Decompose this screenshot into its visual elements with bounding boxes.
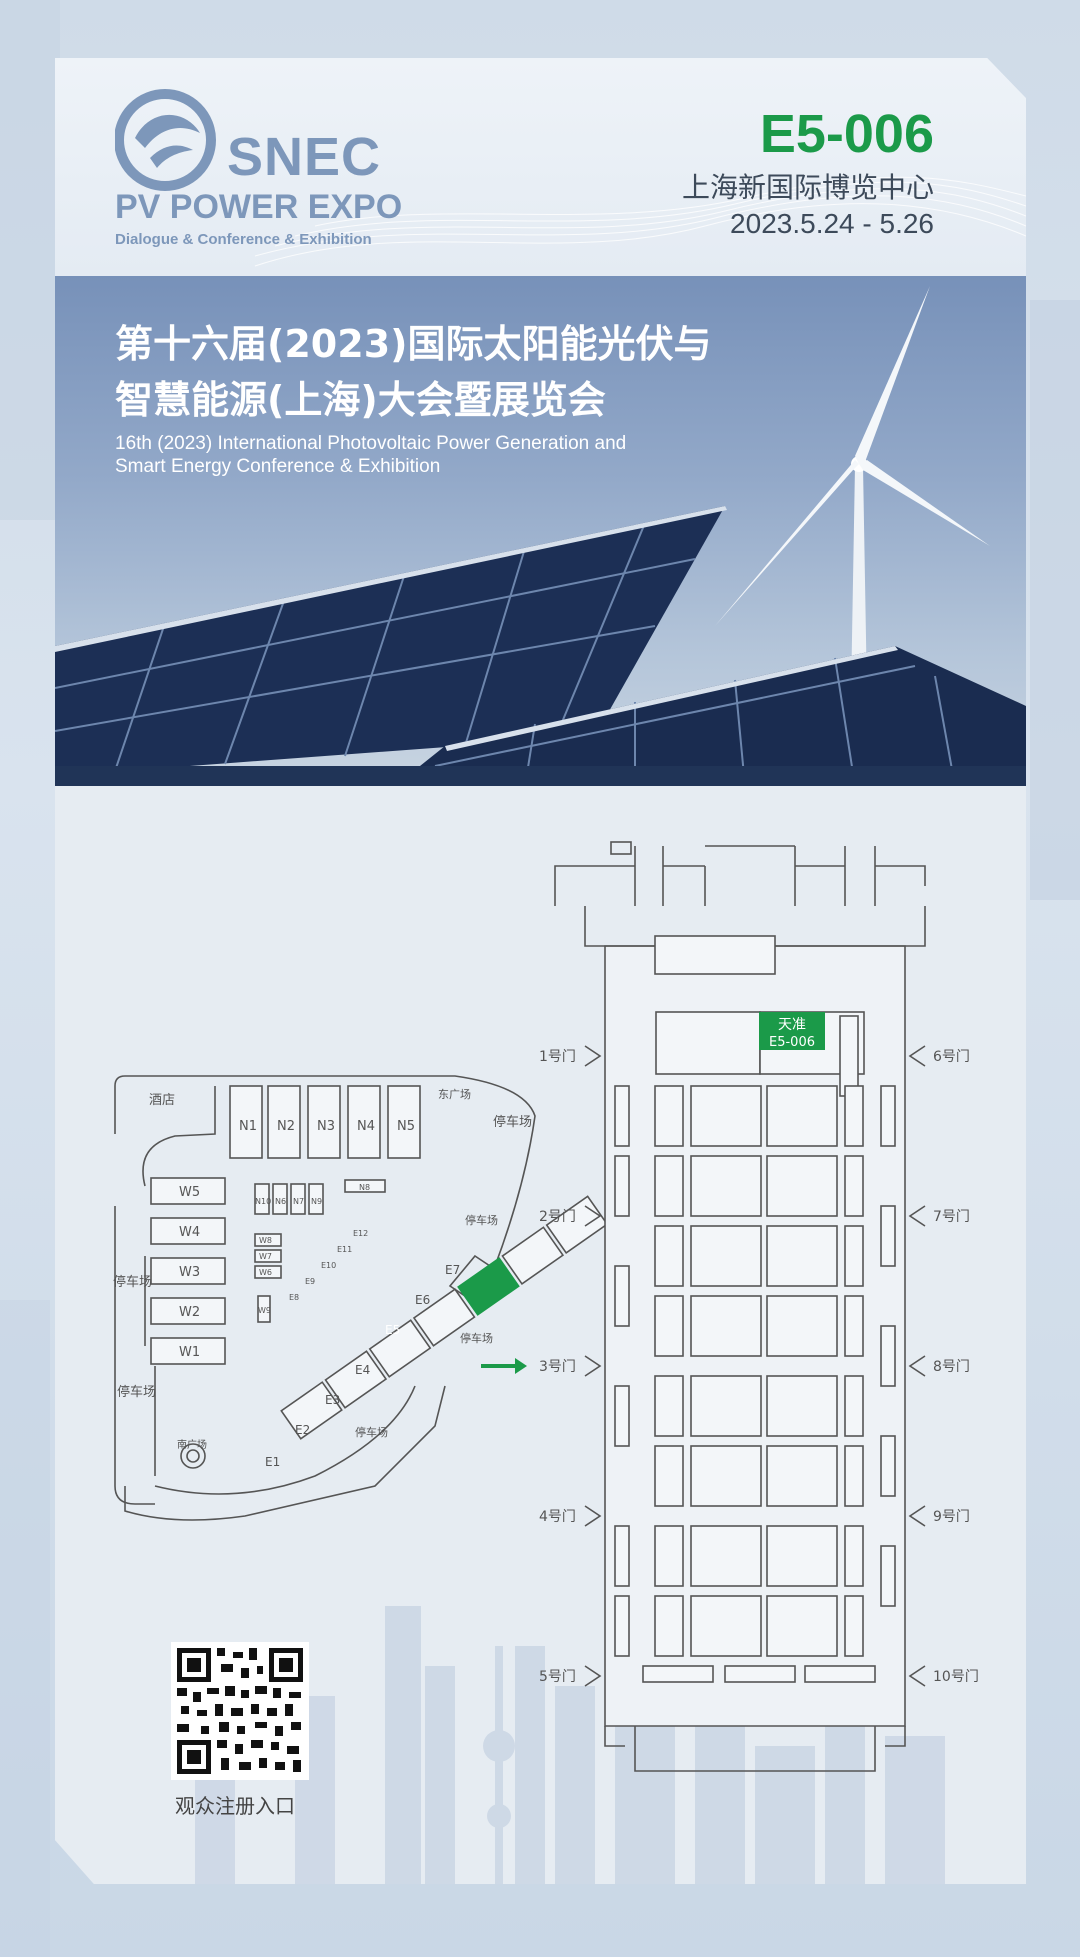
maps: 酒店 东广场 南广场 停车场 停车场 停车场 停车场 停车场 停车场 N1 N2… bbox=[113, 841, 979, 1884]
wind-turbine-icon bbox=[715, 286, 990, 696]
hall-w8: W8 bbox=[259, 1236, 272, 1245]
hall-n3: N3 bbox=[317, 1119, 335, 1134]
title-english-line2: Smart Energy Conference & Exhibition bbox=[115, 456, 441, 477]
skyline-decoration bbox=[195, 1606, 945, 1884]
hall-e7: E7 bbox=[445, 1263, 460, 1277]
booth-highlight: 天准 E5-006 bbox=[759, 1012, 825, 1050]
hall-w2: W2 bbox=[179, 1305, 200, 1320]
hall-n8: N8 bbox=[359, 1183, 370, 1192]
logo-name: SNEC bbox=[227, 127, 382, 187]
hall-e8: E8 bbox=[289, 1293, 299, 1302]
hall-w6: W6 bbox=[259, 1268, 272, 1277]
hall-e1: E1 bbox=[265, 1455, 280, 1469]
site-map-labels: 酒店 东广场 南广场 停车场 停车场 停车场 停车场 停车场 停车场 N1 N2… bbox=[113, 1087, 532, 1469]
hall-e6: E6 bbox=[415, 1293, 430, 1307]
hall-n5: N5 bbox=[397, 1119, 415, 1134]
hall-e10: E10 bbox=[321, 1261, 336, 1270]
hall-n2: N2 bbox=[277, 1119, 295, 1134]
hall-n4: N4 bbox=[357, 1119, 375, 1134]
hall-w5: W5 bbox=[179, 1185, 200, 1200]
map-section: 酒店 东广场 南广场 停车场 停车场 停车场 停车场 停车场 停车场 N1 N2… bbox=[55, 786, 1026, 1884]
parking-label-east: 停车场 bbox=[493, 1114, 532, 1130]
logo-subtitle: Dialogue & Conference & Exhibition bbox=[115, 231, 372, 248]
east-plaza-label: 东广场 bbox=[438, 1087, 471, 1101]
title-chinese-line1: 第十六届(2023)国际太阳能光伏与 bbox=[115, 322, 712, 366]
hall-e2: E2 bbox=[295, 1423, 310, 1437]
hall-w1: W1 bbox=[179, 1345, 200, 1360]
gate-1: 1号门 bbox=[539, 1049, 576, 1065]
venue-name: 上海新国际博览中心 bbox=[681, 172, 934, 203]
hotel-label: 酒店 bbox=[149, 1093, 175, 1108]
snec-emblem-icon bbox=[115, 89, 216, 191]
parking-label-e1: 停车场 bbox=[355, 1425, 388, 1439]
gate-10: 10号门 bbox=[933, 1669, 979, 1685]
gate-8: 8号门 bbox=[933, 1359, 970, 1375]
solar-panel-right-icon bbox=[395, 646, 1026, 786]
hall-e3: E3 bbox=[325, 1393, 340, 1407]
site-map bbox=[114, 1075, 609, 1521]
parking-label-west: 停车场 bbox=[113, 1274, 152, 1290]
gate-9: 9号门 bbox=[933, 1509, 970, 1525]
hall-plan bbox=[554, 841, 926, 1772]
hall-w3: W3 bbox=[179, 1265, 200, 1280]
parking-label-e5: 停车场 bbox=[460, 1331, 493, 1345]
hall-e9: E9 bbox=[305, 1277, 315, 1286]
hall-w7: W7 bbox=[259, 1252, 272, 1261]
title-chinese-line2: 智慧能源(上海)大会暨展览会 bbox=[115, 378, 606, 422]
gate-2: 2号门 bbox=[539, 1209, 576, 1225]
event-dates: 2023.5.24 - 5.26 bbox=[730, 208, 934, 239]
gate-5: 5号门 bbox=[539, 1669, 576, 1685]
booth-company: 天准 bbox=[778, 1017, 806, 1033]
gate-7: 7号门 bbox=[933, 1209, 970, 1225]
hall-e12: E12 bbox=[353, 1229, 368, 1238]
poster-card: SNEC PV POWER EXPO Dialogue & Conference… bbox=[55, 58, 1026, 1884]
qr-label: 观众注册入口 bbox=[175, 1796, 295, 1818]
qr-code-icon bbox=[177, 1648, 303, 1774]
gate-labels: 1号门 2号门 3号门 4号门 5号门 6号门 7号门 8号门 9号门 10号门 bbox=[539, 1049, 979, 1685]
booth-number: E5-006 bbox=[759, 104, 934, 164]
hall-e5: E5 bbox=[385, 1323, 400, 1337]
solar-panel-large-icon bbox=[55, 506, 727, 776]
title-english-line1: 16th (2023) International Photovoltaic P… bbox=[115, 433, 627, 454]
hall-e11: E11 bbox=[337, 1245, 352, 1254]
parking-label-south: 停车场 bbox=[117, 1384, 156, 1400]
hall-n9: N9 bbox=[311, 1197, 322, 1206]
gate-3: 3号门 bbox=[539, 1359, 576, 1375]
hall-w4: W4 bbox=[179, 1225, 200, 1240]
registration-qr-code[interactable] bbox=[171, 1642, 309, 1780]
hall-w9: W9 bbox=[258, 1306, 271, 1315]
booth-number-plan: E5-006 bbox=[769, 1035, 815, 1050]
hall-n7: N7 bbox=[293, 1197, 304, 1206]
hall-e4: E4 bbox=[355, 1363, 370, 1377]
hall-n1: N1 bbox=[239, 1119, 257, 1134]
hall-n10: N10 bbox=[255, 1197, 271, 1206]
title-chinese: 第十六届(2023)国际太阳能光伏与 智慧能源(上海)大会暨展览会 bbox=[115, 316, 712, 428]
header: SNEC PV POWER EXPO Dialogue & Conference… bbox=[55, 58, 1026, 276]
parking-label-e7: 停车场 bbox=[465, 1213, 498, 1227]
logo-line: PV POWER EXPO bbox=[115, 188, 403, 226]
gate-6: 6号门 bbox=[933, 1049, 970, 1065]
hero-illustration bbox=[55, 286, 1026, 786]
snec-logo: SNEC PV POWER EXPO Dialogue & Conference… bbox=[115, 88, 435, 258]
hall-n6: N6 bbox=[275, 1197, 286, 1206]
hero-banner: 第十六届(2023)国际太阳能光伏与 智慧能源(上海)大会暨展览会 16th (… bbox=[55, 276, 1026, 786]
title-english: 16th (2023) International Photovoltaic P… bbox=[115, 432, 626, 478]
gate-4: 4号门 bbox=[539, 1509, 576, 1525]
arrow-right-icon bbox=[481, 1358, 527, 1374]
south-plaza-label: 南广场 bbox=[177, 1438, 207, 1451]
wave-decoration bbox=[254, 176, 1026, 267]
